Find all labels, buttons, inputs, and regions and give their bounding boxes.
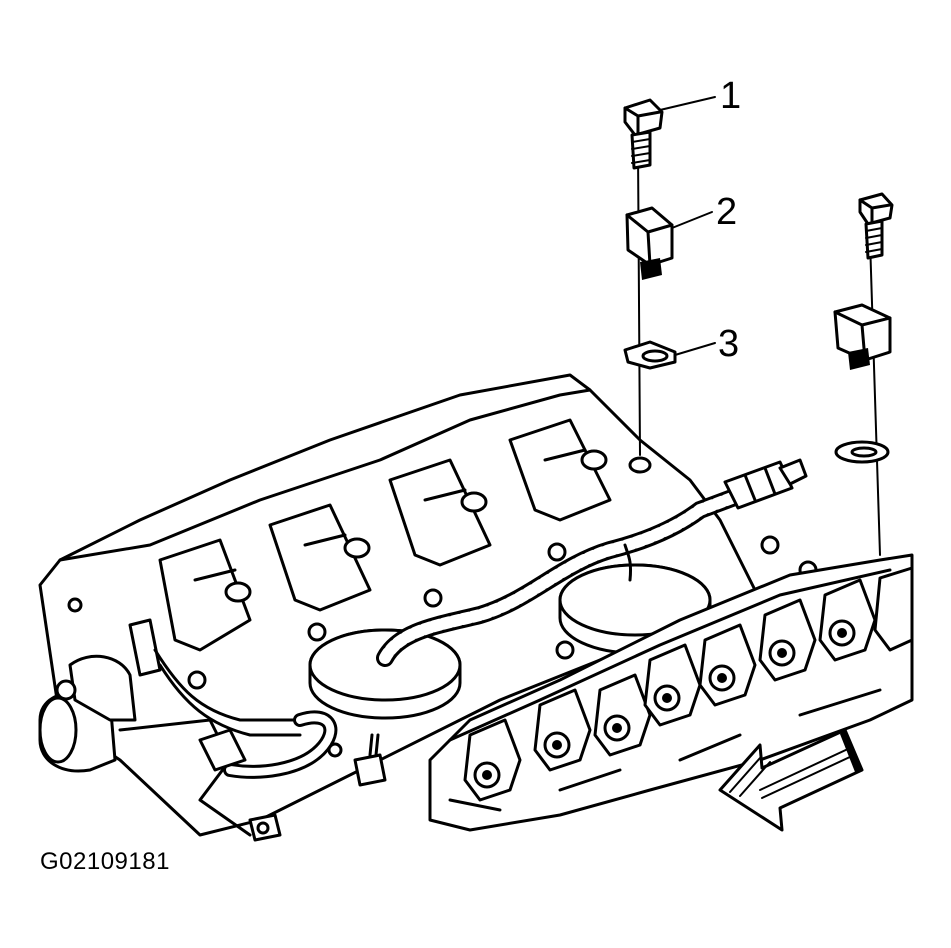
callout-3: 3 [674,323,739,365]
knock-sensor [833,303,892,370]
callout-1-number: 1 [720,75,741,117]
callout-1: 1 [659,75,741,117]
rocker-arm [593,673,652,757]
front-housing [38,618,387,842]
bracket [623,340,677,370]
rocker-arm [533,688,592,772]
wiring-harness [376,458,808,667]
callout-3-number: 3 [718,323,739,365]
front-direction-arrow [718,728,864,832]
knock-sensor-stack-right [833,192,894,556]
rocker-arm [758,598,817,682]
callout-2-number: 2 [716,191,737,233]
rocker-arm [698,623,757,707]
knock-sensor-stack-left [623,98,677,456]
callout-2: 2 [671,191,737,233]
bolt [623,98,664,170]
figure-id: G02109181 [40,848,170,875]
rocker-arm [818,578,877,662]
bracket [834,440,890,464]
rocker-arm [463,718,522,802]
rocker-arm [643,643,702,727]
knock-sensor [625,206,674,280]
bolt [858,192,894,260]
cylinder-head [428,553,914,832]
intake-manifold [38,373,818,837]
rocker-arm [873,566,914,652]
sensor-cover-right [558,563,712,655]
